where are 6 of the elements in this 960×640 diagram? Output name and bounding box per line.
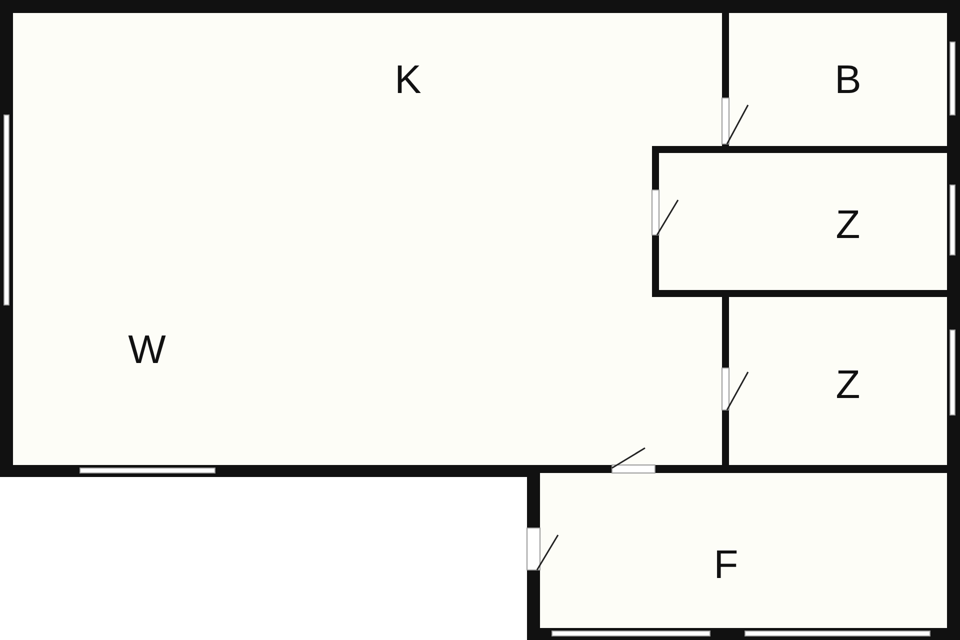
room-label: W	[128, 330, 166, 370]
room-label: F	[714, 545, 738, 585]
room-label: B	[834, 60, 862, 100]
room-label: Z	[836, 205, 860, 245]
room-label: Z	[836, 365, 860, 405]
room-label: K	[394, 60, 422, 100]
